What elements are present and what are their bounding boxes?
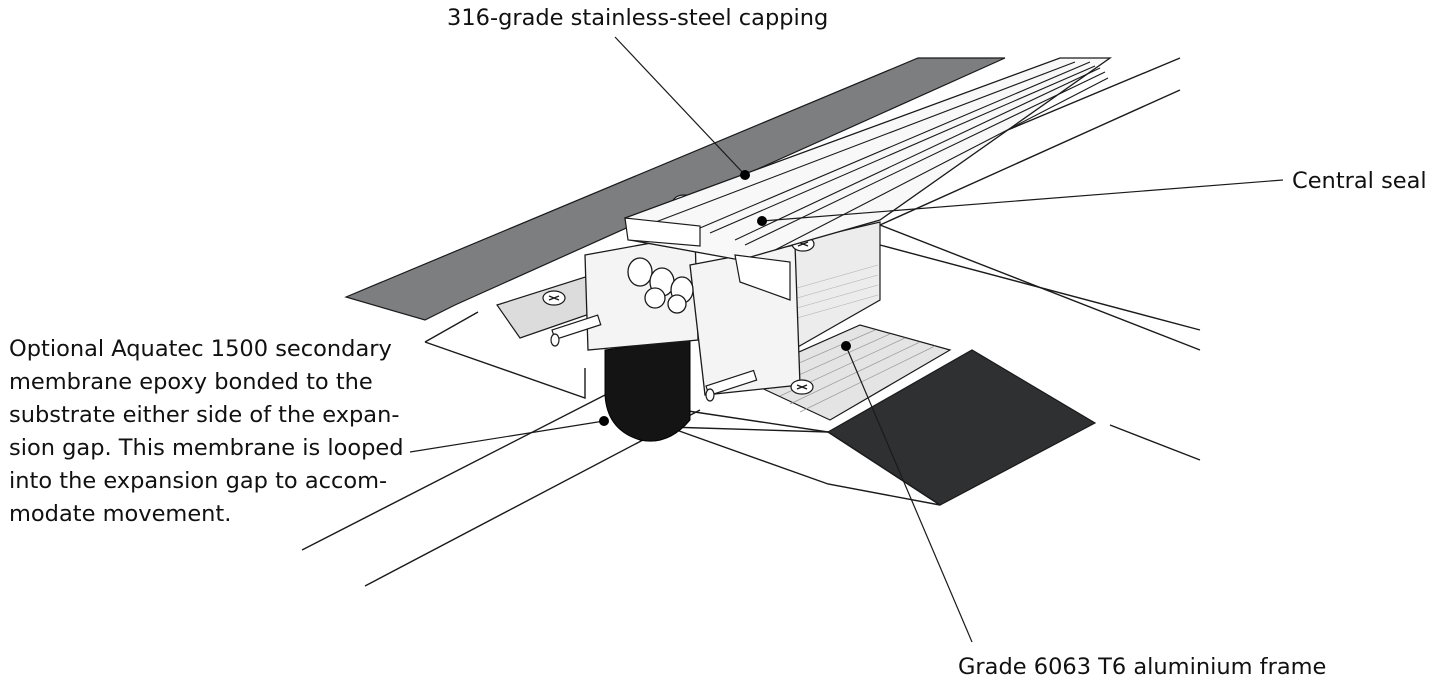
leader-capping xyxy=(614,36,746,176)
substrate-right-chamfer-edge xyxy=(667,407,829,433)
membrane-label-line: modate movement. xyxy=(9,501,232,527)
riser-hatching xyxy=(789,264,879,321)
membrane-label-line: sion gap. This membrane is looped xyxy=(9,435,404,461)
central-seal-profile xyxy=(627,257,694,314)
leader-central-seal xyxy=(761,179,1284,222)
substrate xyxy=(301,57,1201,587)
leader-dots xyxy=(599,170,851,426)
leader-frame xyxy=(845,345,973,643)
frame-flange-right xyxy=(738,324,952,421)
substrate-right-chamfer xyxy=(667,426,941,506)
gap-membrane xyxy=(604,337,691,442)
substrate-right-far-edge xyxy=(1109,424,1201,461)
substrate-right-long-edge-2 xyxy=(879,244,1201,331)
capping-end-right xyxy=(734,254,791,301)
membrane-label-line: into the expansion gap to accom- xyxy=(9,468,388,494)
capping-end-left xyxy=(624,217,701,247)
substrate-top-right-edge-2 xyxy=(879,89,1181,226)
leader-membrane xyxy=(409,420,605,453)
capping-grooves xyxy=(639,61,1109,251)
secondary-membrane-label: Optional Aquatec 1500 secondary membrane… xyxy=(9,333,404,531)
substrate-left-top-edge xyxy=(424,311,479,343)
capping-label: 316-grade stainless-steel capping xyxy=(447,5,829,31)
substrate-left-face xyxy=(424,341,586,399)
membrane-label-line: membrane epoxy bonded to the xyxy=(9,369,373,395)
membrane-label-line: substrate either side of the expan- xyxy=(9,402,400,428)
substrate-left-lower-edge-1 xyxy=(301,394,606,551)
central-seal-label: Central seal xyxy=(1292,168,1427,194)
fixing-pins xyxy=(550,314,758,402)
aluminium-frame-label: Grade 6063 T6 aluminium frame xyxy=(958,654,1327,680)
membrane-label-line: Optional Aquatec 1500 secondary xyxy=(9,336,392,362)
leader-lines xyxy=(409,36,1284,643)
